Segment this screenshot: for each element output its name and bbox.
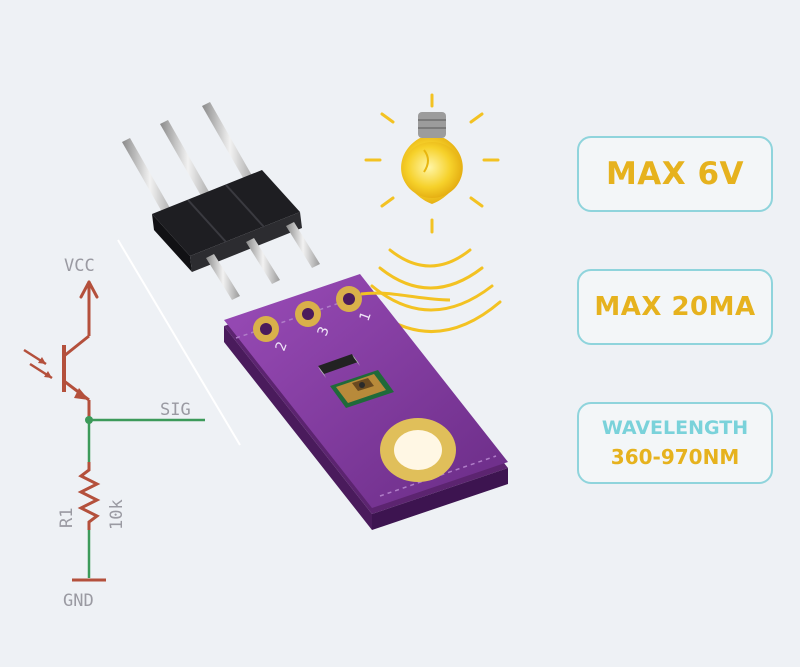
divider-line xyxy=(117,239,241,446)
sig-label: SIG xyxy=(160,400,191,420)
light-bulb-icon xyxy=(364,93,500,234)
solder-pad xyxy=(253,316,279,342)
circuit-schematic: VCC SIG R1 10k GND xyxy=(23,256,205,611)
light-waves xyxy=(364,248,502,333)
header-pin xyxy=(206,254,240,300)
phototransistor-symbol xyxy=(23,334,90,402)
smd-resistor xyxy=(318,354,360,378)
vcc-label: VCC xyxy=(64,256,95,276)
max-voltage-text: MAX 6V xyxy=(605,156,745,192)
max-current-text: MAX 20MA xyxy=(594,292,756,322)
junction-node xyxy=(85,416,93,424)
signal-trace xyxy=(360,291,451,302)
header-pin xyxy=(202,102,258,190)
light-sensor-chip xyxy=(330,370,394,408)
solder-pad xyxy=(295,301,321,327)
pin-header xyxy=(122,102,320,300)
gnd-label: GND xyxy=(63,591,94,611)
resistor-value: 10k xyxy=(107,499,127,530)
spec-wavelength: WAVELENGTH 360-970NM xyxy=(577,402,773,484)
header-pin xyxy=(246,238,280,284)
resistor-symbol xyxy=(77,462,101,530)
wavelength-title: WAVELENGTH xyxy=(601,417,749,439)
spec-max-voltage: MAX 6V xyxy=(577,136,773,212)
resistor-name: R1 xyxy=(57,508,77,528)
mounting-hole xyxy=(380,418,456,482)
solder-pad xyxy=(336,286,362,312)
header-pin xyxy=(286,222,320,268)
wavelength-range: 360-970NM xyxy=(610,445,740,469)
header-pin xyxy=(160,120,216,208)
header-pin xyxy=(122,138,178,226)
sensor-board: 2 3 1 xyxy=(224,274,508,530)
spec-max-current: MAX 20MA xyxy=(577,269,773,345)
